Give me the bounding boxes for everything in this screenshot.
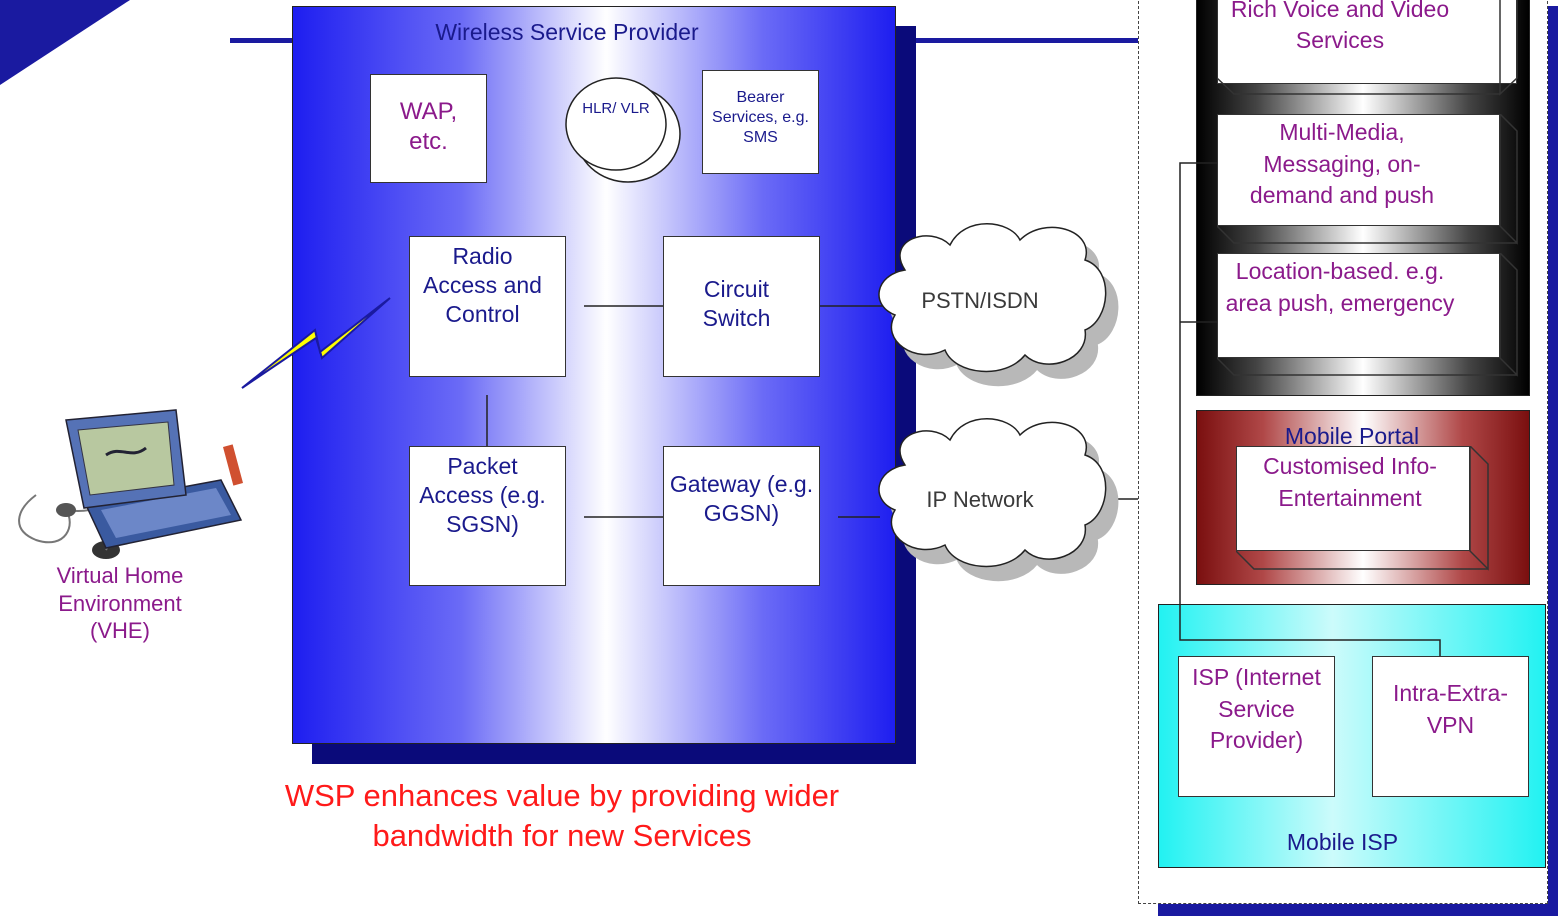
multimedia-3d-edge — [1217, 114, 1518, 245]
wap-box — [370, 74, 487, 183]
laptop-phone-icon — [18, 409, 244, 559]
location-3d-edge — [1217, 253, 1518, 377]
multimedia-box — [1217, 114, 1500, 226]
hlr-label: HLR/ VLR — [582, 100, 650, 117]
circuit-switch-label: Circuit Switch — [702, 276, 771, 331]
caption: WSP enhances value by providing wider ba… — [284, 778, 840, 854]
pstn-label: PSTN/ISDN — [921, 288, 1039, 313]
portal-content-label: Customised Info-Entertainment — [1263, 453, 1437, 512]
portal-3d-edge — [1236, 446, 1489, 571]
hlr-database-icon — [565, 77, 681, 183]
packet-access-label: Packet Access (e.g. SGSN) — [419, 453, 546, 537]
gateway-label: Gateway (e.g. GGSN) — [669, 471, 814, 526]
top-rule-right — [913, 38, 1141, 43]
mobile-portal-title: Mobile Portal — [1284, 423, 1420, 449]
portal-content-box — [1236, 446, 1470, 551]
vpn-box — [1372, 656, 1529, 797]
top-rule-left — [230, 38, 294, 43]
bearer-box — [702, 70, 819, 174]
bearer-label: Bearer Services, e.g. SMS — [712, 89, 809, 146]
wap-label: WAP, etc. — [399, 98, 458, 155]
gateway-box — [663, 446, 820, 586]
location-label: Location-based. e.g. area push, emergenc… — [1225, 258, 1455, 316]
rich-voice-label: Rich Voice and Video Services — [1230, 0, 1450, 54]
lightning-icon — [241, 297, 391, 389]
corner-triangle — [0, 0, 130, 85]
isp-box — [1178, 656, 1335, 797]
wsp-title: Wireless Service Provider — [435, 19, 699, 45]
vpn-label: Intra-Extra-VPN — [1392, 680, 1509, 738]
radio-access-label: Radio Access and Control — [423, 243, 542, 327]
mobile-isp-title: Mobile ISP — [1286, 829, 1399, 855]
circuit-switch-box — [663, 236, 820, 377]
vhe-label: Virtual Home Environment (VHE) — [56, 563, 184, 643]
rich-voice-box — [1217, 0, 1517, 84]
radio-access-box — [409, 236, 566, 377]
isp-label: ISP (Internet Service Provider) — [1192, 664, 1321, 754]
rich-voice-3d-edge — [1217, 0, 1518, 96]
location-box — [1217, 253, 1500, 358]
multimedia-label: Multi-Media, Messaging, on-demand and pu… — [1249, 119, 1435, 209]
ip-network-label: IP Network — [926, 487, 1034, 512]
packet-access-box — [409, 446, 566, 586]
